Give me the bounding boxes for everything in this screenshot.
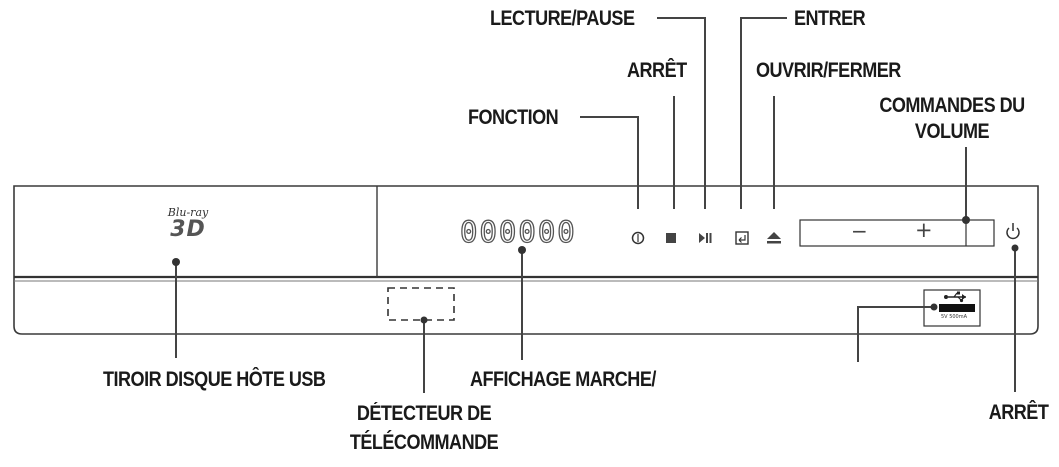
- label-fonction: FONCTION: [468, 106, 559, 129]
- label-ouvrir-fermer: OUVRIR/FERMER: [756, 59, 901, 82]
- eject-icon[interactable]: [767, 232, 781, 244]
- label-affichage: AFFICHAGE MARCHE/: [470, 368, 656, 391]
- label-detecteur-line2: TÉLÉCOMMANDE: [349, 431, 499, 454]
- front-display: 000000: [459, 215, 577, 249]
- label-detecteur: DÉTECTEUR DE TÉLÉCOMMANDE: [338, 403, 510, 453]
- label-arret-bottom: ARRÊT: [988, 401, 1048, 424]
- bluray-logo-wordmark: Blu-ray: [167, 206, 209, 219]
- leader-fonction: [580, 116, 639, 209]
- label-arret-top: ARRÊT: [627, 59, 687, 82]
- usb-port-label: 5V 500mA: [941, 314, 968, 320]
- leader-dots: [172, 216, 1019, 324]
- play-pause-icon[interactable]: [699, 233, 712, 243]
- enter-icon[interactable]: [735, 231, 749, 245]
- bluray-logo: Blu-ray 3D: [158, 207, 218, 241]
- function-icon[interactable]: [631, 231, 645, 245]
- label-commandes-volume-line2: VOLUME: [914, 120, 990, 143]
- label-entrer: ENTRER: [794, 7, 866, 30]
- label-commandes-volume: COMMANDES DU VOLUME: [866, 95, 1038, 142]
- leader-usb-port: [857, 306, 934, 362]
- leader-entrer: [740, 17, 787, 209]
- label-commandes-volume-line1: COMMANDES DU: [879, 94, 1025, 117]
- label-detecteur-line1: DÉTECTEUR DE: [356, 402, 492, 425]
- leader-lecture-pause: [657, 17, 706, 209]
- player-body: [13, 185, 1039, 335]
- remote-sensor-window: [387, 287, 455, 321]
- volume-down-button[interactable]: −: [851, 219, 868, 243]
- label-lecture-pause: LECTURE/PAUSE: [490, 7, 635, 30]
- usb-icon: [944, 291, 966, 303]
- leader-lines: [175, 17, 1016, 393]
- bluray-logo-3d: 3D: [170, 217, 206, 242]
- power-icon[interactable]: [1006, 223, 1020, 240]
- volume-up-button[interactable]: +: [915, 218, 933, 242]
- volume-controls-box: [799, 219, 995, 247]
- stop-icon[interactable]: [666, 233, 676, 243]
- label-tiroir-disque: TIROIR DISQUE HÔTE USB: [103, 368, 326, 391]
